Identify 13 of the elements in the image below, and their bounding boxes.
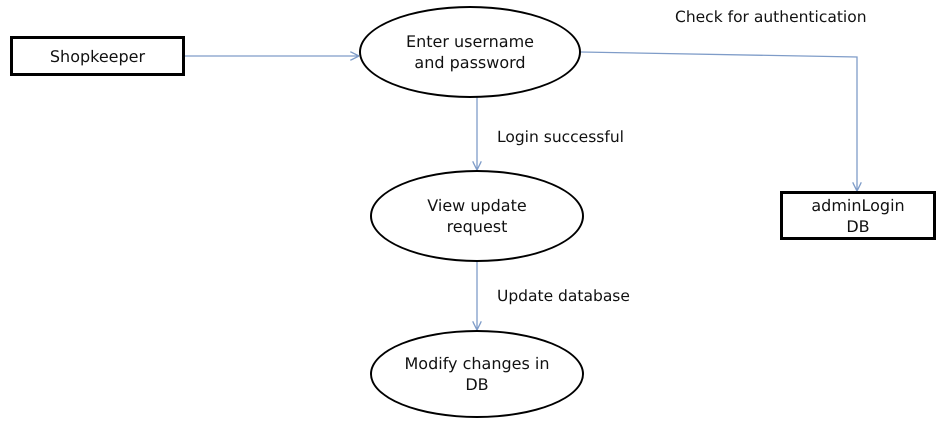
edge-label: Login successful — [497, 128, 624, 146]
edge-label: Update database — [497, 287, 630, 305]
node-label: adminLogin DB — [811, 194, 905, 236]
node-label: Modify changes in DB — [404, 353, 550, 395]
arrow — [185, 50, 360, 62]
node-label: View update request — [426, 195, 528, 237]
node-label: Enter username and password — [404, 31, 536, 73]
arrow — [580, 51, 862, 192]
entity-box — [10, 36, 185, 76]
entity-box — [780, 191, 936, 240]
arrow — [472, 262, 482, 331]
node-label: Shopkeeper — [50, 46, 146, 66]
arrow — [472, 97, 482, 171]
